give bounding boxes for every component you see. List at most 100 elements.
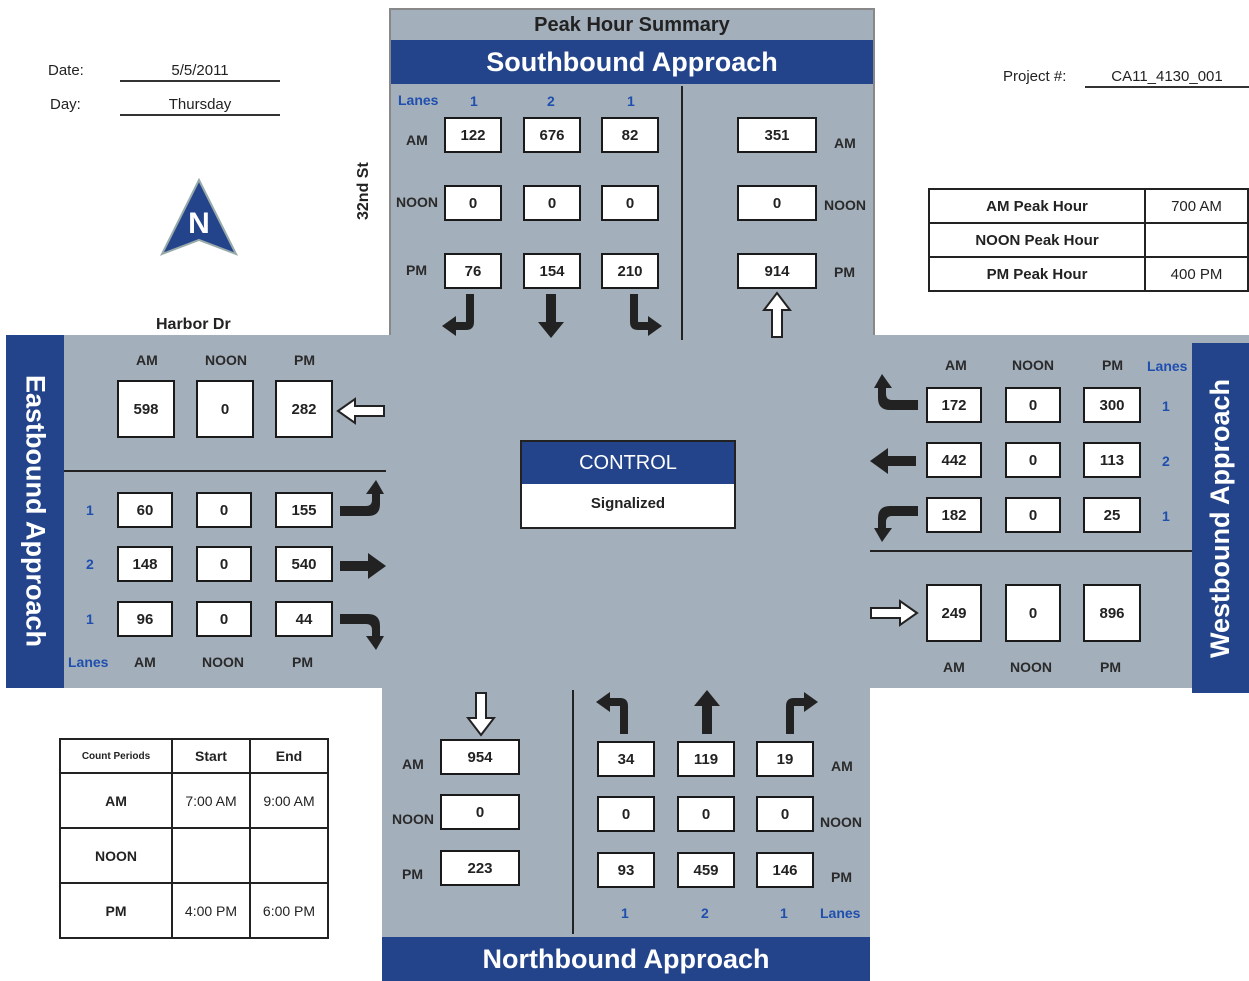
eb-right-am: 96 [117,601,173,637]
ns-street-name: 32nd St [355,162,372,220]
westbound-banner: Westbound Approach [1192,343,1249,693]
sb-lanes-label: Lanes [398,92,439,108]
nb-right-pm: 146 [756,852,814,888]
wb-left-pm: 25 [1083,497,1141,533]
wb-thru-pm: 113 [1083,442,1141,478]
day-label: Day: [50,96,81,113]
north-arrow-icon: N [159,177,239,256]
period-end [249,827,329,884]
sb-exit-noon-label: NOON [824,197,866,213]
control-value: Signalized [590,495,666,512]
wb-left-turn-arrow-icon [874,506,918,542]
sb-lane-count: 1 [627,93,635,109]
northbound-banner: Northbound Approach [382,937,870,981]
nb-left-am: 34 [597,741,655,777]
nb-lane-count: 2 [701,905,709,921]
control-title: CONTROL [522,442,734,484]
sb-lane-count: 1 [470,93,478,109]
eb-exit-pm: 282 [275,380,333,438]
wb-exit-arrow-icon [870,599,919,627]
eastbound-title: Eastbound Approach [20,375,51,648]
wb-exit-noon: 0 [1005,584,1061,642]
sb-exit-am: 351 [737,117,817,153]
sb-divider [681,86,683,340]
wb-lane-count: 2 [1162,453,1170,469]
nb-exit-arrow-icon [466,692,496,737]
sb-thru-am: 676 [523,117,581,153]
wb-exit-pm: 896 [1083,584,1141,642]
eb-left-pm: 155 [275,492,333,528]
sb-thru-pm: 154 [523,253,581,289]
sb-right-turn-arrow-icon [630,294,662,336]
south-road [382,686,870,981]
eb-am-label: AM [134,654,156,670]
count-periods-header: Count Periods [59,738,173,774]
date-value: 5/5/2011 [120,62,280,82]
eb-exit-arrow-icon [336,397,385,425]
eb-left-am: 60 [117,492,173,528]
project-value: CA11_4130_001 [1085,68,1249,88]
period-start [171,827,251,884]
nb-lanes-label: Lanes [820,905,861,921]
peak-hour-label: PM Peak Hour [928,256,1146,292]
southbound-banner: Southbound Approach [391,40,873,84]
period-end: 9:00 AM [249,772,329,829]
wb-exit-noon-label: NOON [1010,659,1052,675]
nb-right-turn-arrow-icon [786,692,818,734]
sb-exit-noon: 0 [737,185,817,221]
peak-hour-label: AM Peak Hour [928,188,1146,224]
eastbound-banner: Eastbound Approach [6,335,64,688]
peak-hour-value [1144,222,1249,258]
wb-left-noon: 0 [1005,497,1061,533]
eb-pm-label: PM [292,654,313,670]
period-start: 4:00 PM [171,882,251,939]
wb-right-noon: 0 [1005,387,1061,423]
nb-exit-pm: 223 [440,850,520,886]
period-end: 6:00 PM [249,882,329,939]
sb-exit-am-label: AM [834,135,856,151]
wb-right-turn-arrow-icon [874,374,918,410]
nb-am-label: AM [831,758,853,774]
nb-thru-am: 119 [677,741,735,777]
eb-exit-am: 598 [117,380,175,438]
sb-left-noon: 0 [444,185,502,221]
eb-noon-label: NOON [202,654,244,670]
eb-lane-count: 1 [86,502,94,518]
day-value: Thursday [120,96,280,116]
nb-left-noon: 0 [597,796,655,832]
control-box: CONTROL Signalized [520,440,736,529]
wb-pm-label: PM [1102,357,1123,373]
nb-pm-label: PM [831,869,852,885]
sb-through-arrow-icon [538,294,564,338]
sb-thru-noon: 0 [523,185,581,221]
wb-am-label: AM [945,357,967,373]
eb-thru-noon: 0 [196,546,252,582]
eb-lane-count: 2 [86,556,94,572]
period-label: NOON [59,827,173,884]
sb-exit-pm-label: PM [834,264,855,280]
period-label: PM [59,882,173,939]
period-start: 7:00 AM [171,772,251,829]
sb-left-am: 122 [444,117,502,153]
nb-exit-pm-label: PM [402,866,423,882]
project-label: Project #: [1003,68,1067,85]
eb-lane-count: 1 [86,611,94,627]
eb-exit-noon-label: NOON [205,352,247,368]
wb-thru-am: 442 [926,442,982,478]
nb-exit-am: 954 [440,739,520,775]
eb-divider [64,470,386,472]
wb-exit-pm-label: PM [1100,659,1121,675]
eb-right-noon: 0 [196,601,252,637]
eb-right-pm: 44 [275,601,333,637]
date-label: Date: [48,62,84,79]
wb-lane-count: 1 [1162,508,1170,524]
sb-pm-label: PM [406,262,427,278]
nb-left-turn-arrow-icon [596,692,628,734]
eb-exit-am-label: AM [136,352,158,368]
eb-lanes-label: Lanes [68,654,109,670]
end-header: End [249,738,329,774]
sb-lane-count: 2 [547,93,555,109]
ew-street-name: Harbor Dr [156,316,231,333]
